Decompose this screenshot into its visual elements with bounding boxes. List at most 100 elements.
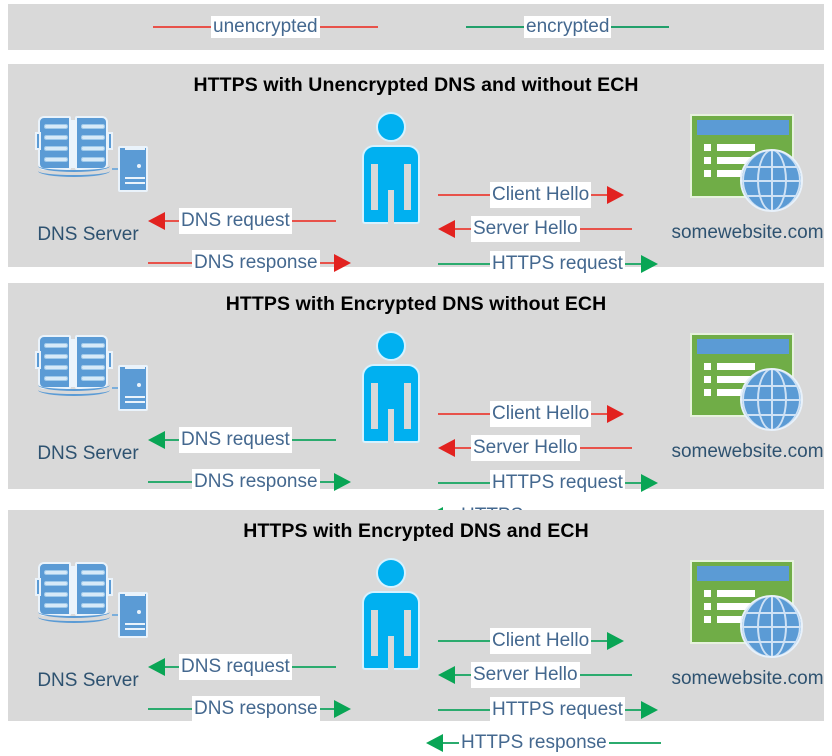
book-page-left [38,562,71,616]
book-spine [71,339,76,387]
web-flow-3-row-1: Server Hello [438,662,683,688]
dns-flow-3-row-1: DNS response [148,696,363,722]
section-panel-3: HTTPS with Encrypted DNS and ECH DNS Ser… [8,510,824,756]
book-page-left [38,335,71,389]
server-rack-icon [118,146,148,192]
dns-server-node [35,335,113,397]
globe-icon [740,149,803,212]
book-pages [38,612,110,624]
legend-label-encrypted: encrypted [524,16,612,38]
section-panel-2: HTTPS with Encrypted DNS without ECH DNS… [8,283,824,529]
diagram-canvas: unencrypted encrypted HTTPS with Unencry… [8,4,824,756]
section-panel-1: HTTPS with Unencrypted DNS and without E… [8,64,824,310]
dns-flow-3-row-0: DNS request [148,654,363,680]
section-title-1: HTTPS with Unencrypted DNS and without E… [193,74,639,96]
browser-window-icon [690,333,803,431]
browser-window-icon [690,114,803,212]
web-flow-1-arrowhead-0 [607,186,625,204]
dns-flow-2-arrowhead-1 [333,473,351,491]
web-flow-2-row-0: Client Hello [438,401,683,427]
dns-flow-3-arrowhead-0 [148,658,165,676]
dns-flow-2-label-0: DNS request [179,427,292,453]
dns-flow-1-row-1: DNS response [148,250,363,276]
dns-flow-3-label-1: DNS response [192,696,320,722]
dns-flow-2-arrowhead-0 [148,431,165,449]
web-flow-3-row-3: HTTPS response [426,730,671,756]
section-title-3: HTTPS with Encrypted DNS and ECH [243,520,589,542]
web-flow-1-row-2: HTTPS request [438,251,683,277]
browser-titlebar [697,120,789,135]
web-flow-3-label-0: Client Hello [490,628,592,654]
book-page-right [75,335,108,389]
dns-flow-3-label-0: DNS request [179,654,292,680]
web-flow-2-label-0: Client Hello [490,401,592,427]
dns-server-label: DNS Server [37,224,139,245]
book-spine [71,566,76,614]
web-flow-3-row-2: HTTPS request [438,697,683,723]
browser-window-icon [690,560,803,658]
address-book-icon [35,562,113,624]
address-book-icon [35,116,113,178]
dns-server-node [35,562,113,624]
dns-flow-1-row-0: DNS request [148,208,363,234]
web-flow-1-arrowhead-2 [640,255,658,273]
section-title-2: HTTPS with Encrypted DNS without ECH [225,293,607,315]
web-flow-3-arrowhead-0 [607,632,625,650]
book-tab-right [107,578,113,596]
person-head [376,558,406,588]
web-flow-2-arrowhead-1 [438,439,455,457]
web-flow-3-label-2: HTTPS request [490,697,625,723]
dns-flow-3-arrowhead-1 [333,700,351,718]
web-flow-3-arrowhead-2 [640,701,658,719]
legend-line-encrypted [466,26,524,28]
book-tab-right [107,132,113,150]
web-flow-3-label-1: Server Hello [471,662,580,688]
web-flow-1-arrowhead-1 [438,220,455,238]
book-page-left [38,116,71,170]
web-flow-3-arrowhead-3 [426,734,443,752]
web-flow-3-arrowhead-1 [438,666,455,684]
person-icon [360,112,422,226]
dns-flow-1-label-1: DNS response [192,250,320,276]
book-tab-left [35,578,41,596]
person-head [376,331,406,361]
legend-line-unencrypted [153,26,211,28]
server-rack-icon [118,365,148,411]
dns-flow-2-row-0: DNS request [148,427,363,453]
person-icon [360,558,422,672]
globe-icon [740,595,803,658]
web-flow-2-row-2: HTTPS request [438,470,683,496]
book-pages [38,166,110,178]
web-flow-2-label-1: Server Hello [471,435,580,461]
browser-titlebar [697,566,789,581]
legend-line-unencrypted-right [319,26,378,28]
legend-label-unencrypted: unencrypted [211,16,320,38]
dns-server-label: DNS Server [37,443,139,464]
dns-server-node [35,116,113,178]
web-flow-2-row-1: Server Hello [438,435,683,461]
legend-panel: unencrypted encrypted [8,4,824,50]
book-tab-right [107,351,113,369]
web-flow-3-label-3: HTTPS response [459,730,609,756]
globe-icon [740,368,803,431]
book-page-right [75,562,108,616]
legend-line-encrypted-right [611,26,670,28]
legend-item-encrypted: encrypted [466,16,670,38]
dns-flow-2-row-1: DNS response [148,469,363,495]
web-flow-1-label-0: Client Hello [490,182,592,208]
web-flow-1-row-0: Client Hello [438,182,683,208]
dns-server-label: DNS Server [37,670,139,691]
browser-titlebar [697,339,789,354]
dns-flow-1-label-0: DNS request [179,208,292,234]
person-head [376,112,406,142]
book-spine [71,120,76,168]
book-pages [38,385,110,397]
book-tab-left [35,132,41,150]
address-book-icon [35,335,113,397]
legend-item-unencrypted: unencrypted [153,16,378,38]
dns-flow-2-label-1: DNS response [192,469,320,495]
dns-flow-1-arrowhead-1 [333,254,351,272]
website-label: somewebsite.com [671,222,824,243]
web-flow-2-arrowhead-2 [640,474,658,492]
book-page-right [75,116,108,170]
